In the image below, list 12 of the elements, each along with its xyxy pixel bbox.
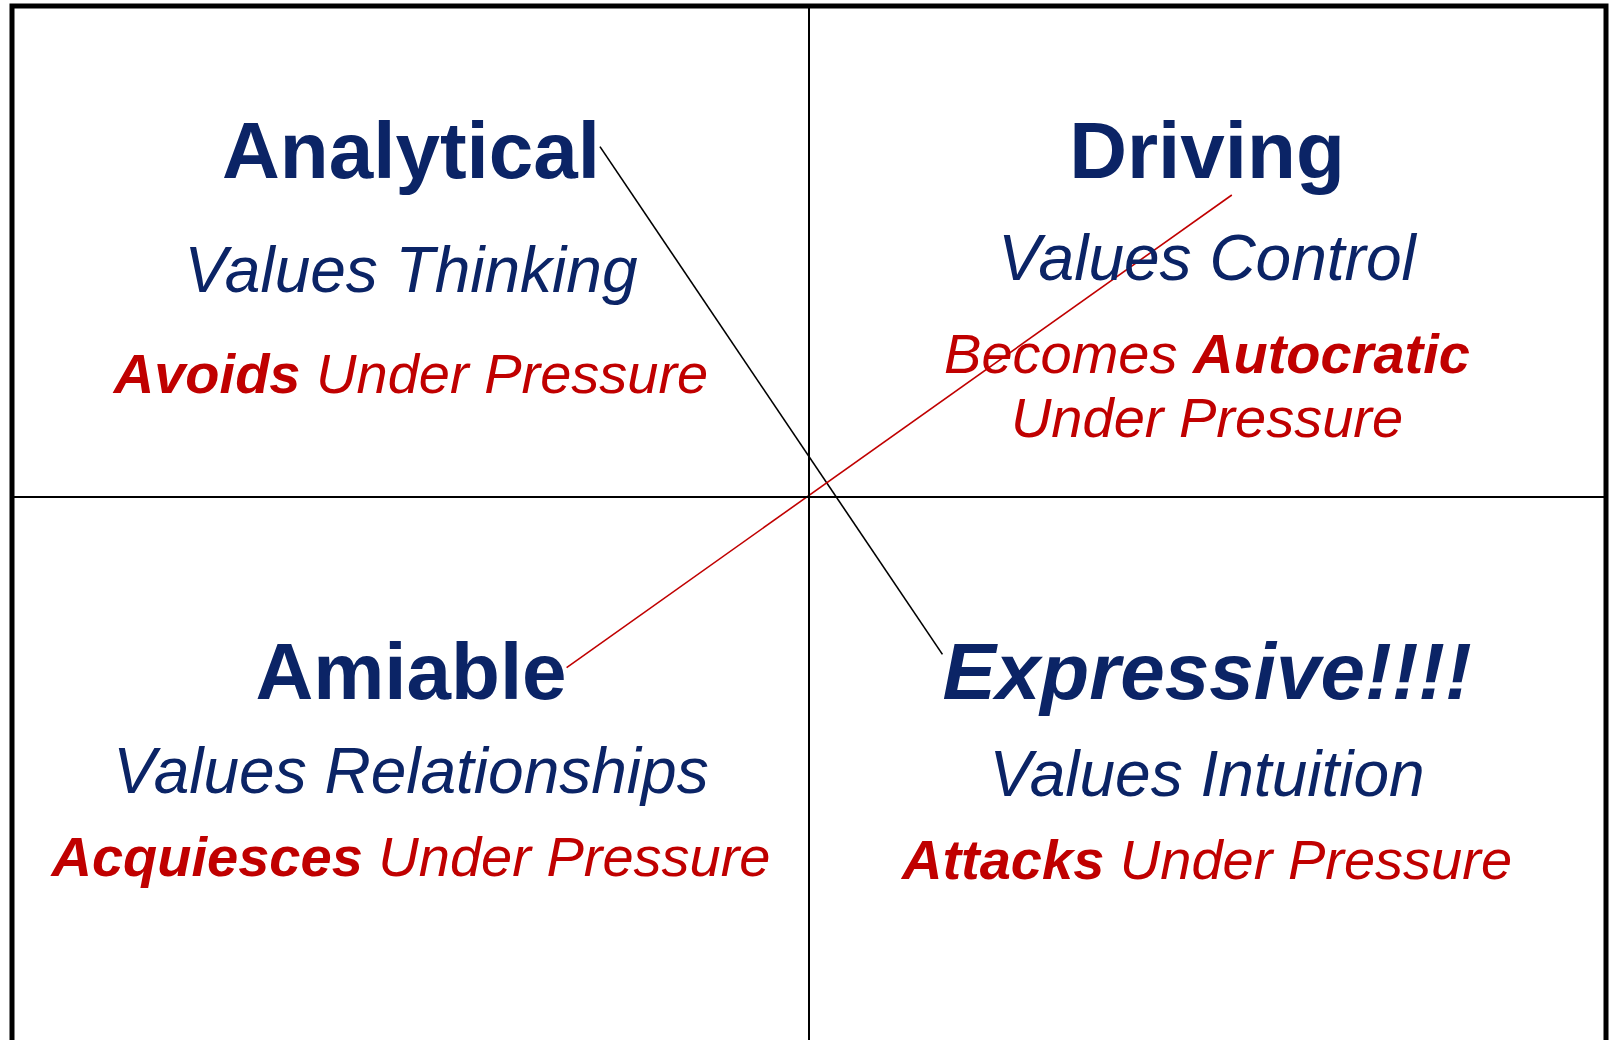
- values-text: Values Intuition: [989, 738, 1425, 812]
- heading-text: Driving: [1069, 107, 1345, 195]
- values-text: Values Thinking: [184, 234, 638, 308]
- pressure-text: Attacks Under Pressure: [901, 828, 1513, 893]
- heading-text: Amiable: [255, 628, 567, 716]
- heading-text: Analytical: [222, 107, 600, 195]
- pressure-text: Avoids Under Pressure: [113, 342, 709, 407]
- connector-line: [599, 145, 944, 656]
- connector-line: [565, 194, 1233, 669]
- pressure-text: Acquiesces Under Pressure: [51, 825, 771, 890]
- values-text: Values Relationships: [113, 735, 709, 809]
- heading-text: Expressive!!!!: [942, 628, 1472, 716]
